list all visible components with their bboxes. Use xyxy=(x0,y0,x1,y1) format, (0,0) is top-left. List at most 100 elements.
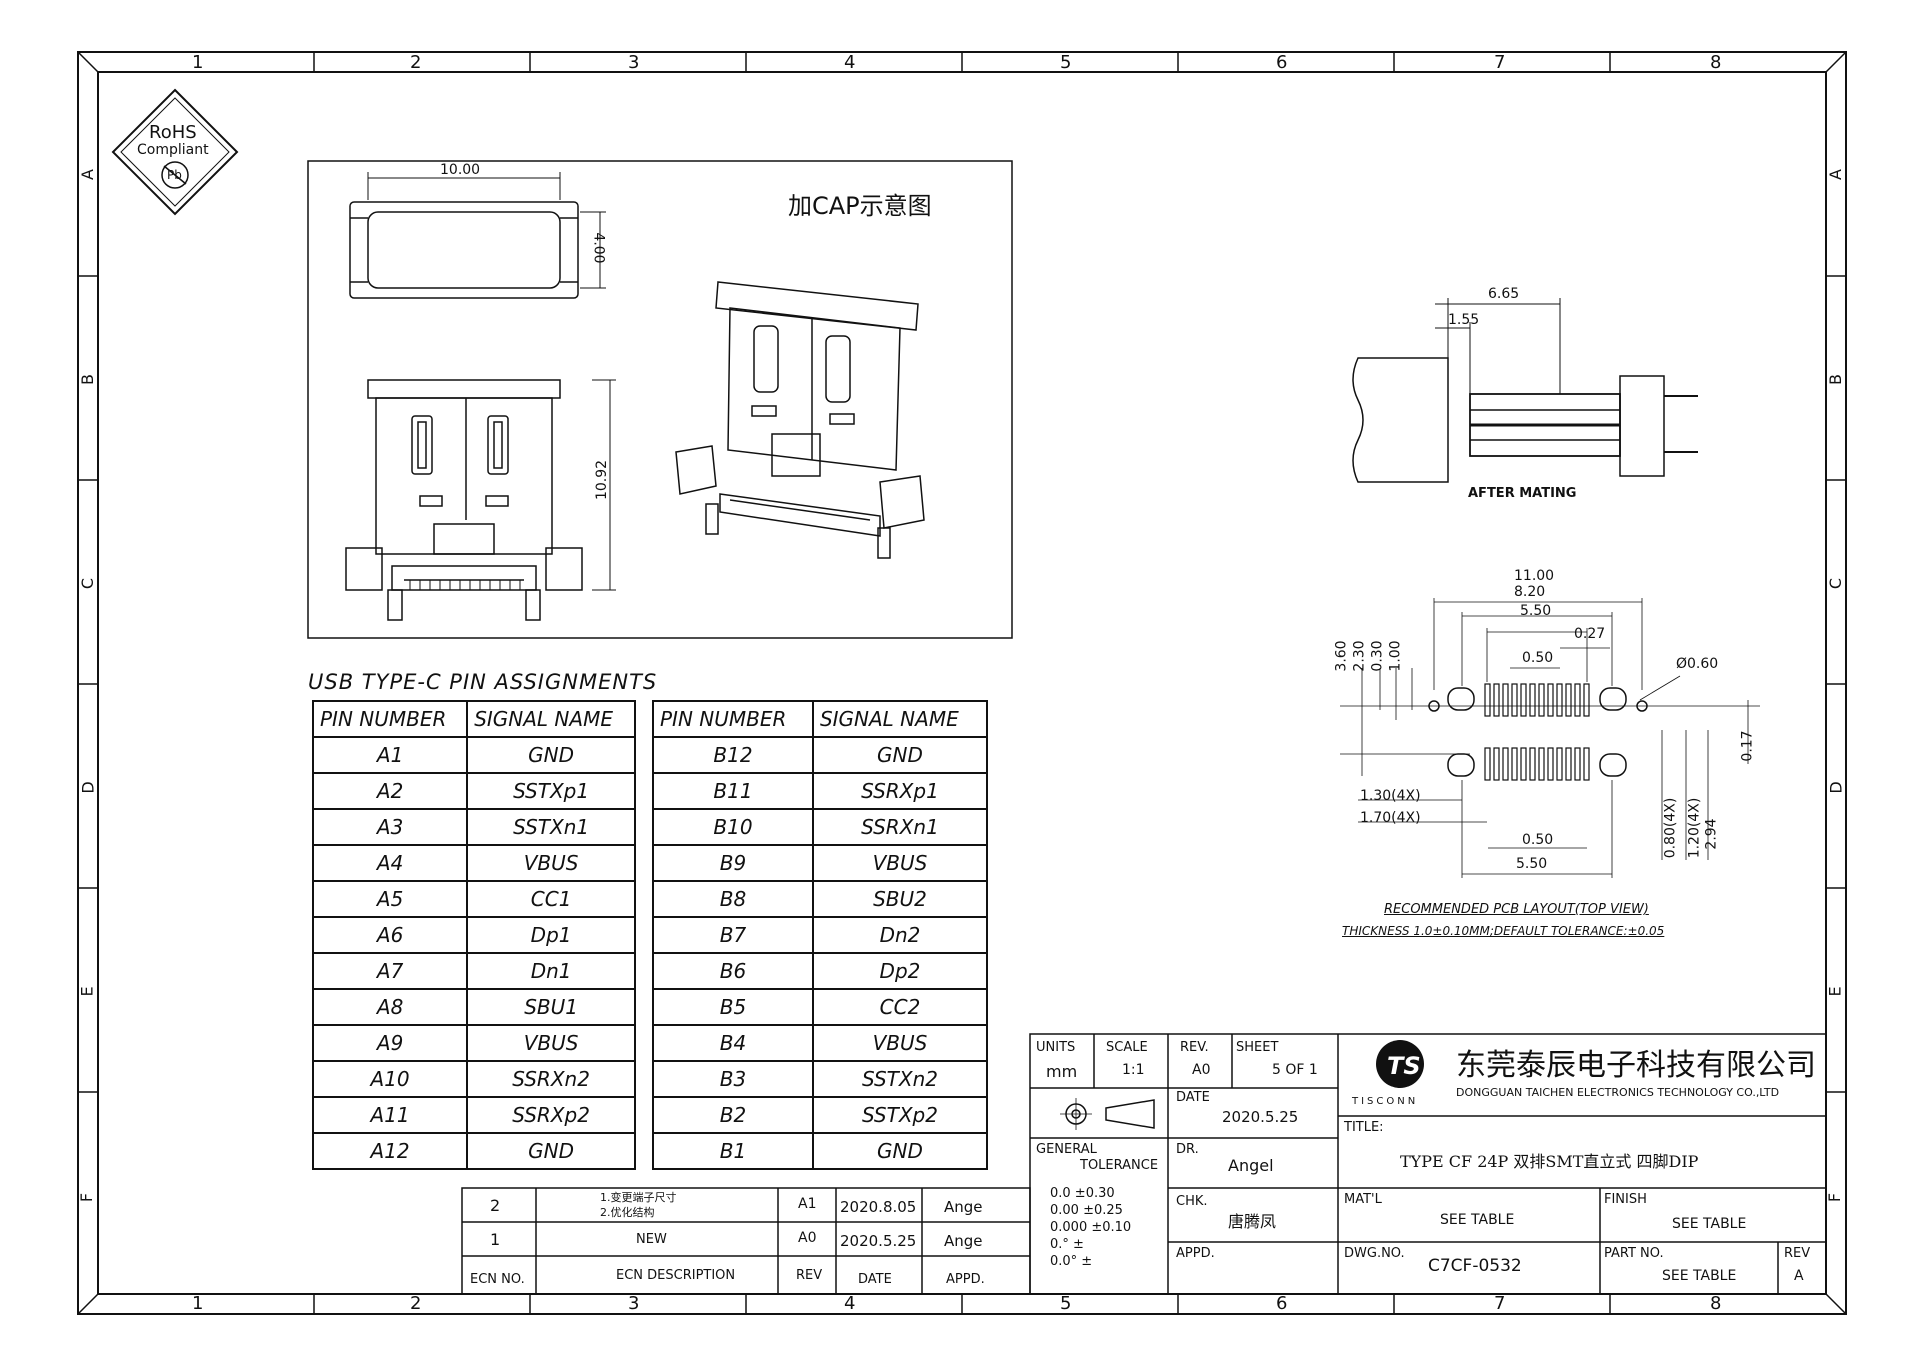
signal-name-header-b: SIGNAL NAME xyxy=(811,700,989,738)
pcb-dim-080: 0.80(4X) xyxy=(1662,797,1679,859)
signal-name-cell: VBUS xyxy=(811,844,989,882)
mating-dim-b: 1.55 xyxy=(1448,312,1480,328)
signal-name-cell: SSRXp1 xyxy=(811,772,989,810)
mating-label: AFTER MATING xyxy=(1468,486,1577,501)
pcb-caption-2: THICKNESS 1.0±0.10MM;DEFAULT TOLERANCE:±… xyxy=(1342,924,1665,938)
zone-row-e: E xyxy=(77,986,97,997)
pin-number-cell: A2 xyxy=(311,772,469,810)
sheet-value: 5 OF 1 xyxy=(1272,1062,1318,1078)
tolerance-2: 0.00 ±0.25 xyxy=(1050,1203,1123,1218)
svg-text:TS: TS xyxy=(1387,1052,1421,1080)
partno-value: SEE TABLE xyxy=(1662,1268,1737,1284)
zone-row-b-right: B xyxy=(1825,374,1845,385)
pcb-dim-360: 3.60 xyxy=(1333,640,1350,672)
after-mating-view xyxy=(1352,298,1698,483)
cap-top-view xyxy=(349,172,606,299)
pin-number-cell: A3 xyxy=(311,808,469,846)
pcb-dim-11: 11.00 xyxy=(1514,568,1555,584)
zone-row-c-right: C xyxy=(1826,577,1846,590)
pin-table-b-header: PIN NUMBER SIGNAL NAME xyxy=(652,700,989,738)
cap-view-box xyxy=(307,160,1013,639)
rev-value: A0 xyxy=(1192,1062,1211,1078)
zone-col-7-bottom: 7 xyxy=(1494,1293,1506,1314)
pcb-caption-1: RECOMMENDED PCB LAYOUT(TOP VIEW) xyxy=(1384,902,1649,917)
rev-header-appd: APPD. xyxy=(946,1272,985,1287)
pcb-dim-130: 1.30(4X) xyxy=(1360,788,1421,804)
pin-number-cell: B4 xyxy=(652,1024,814,1062)
rev-label: REV. xyxy=(1180,1040,1209,1055)
signal-name-cell: SSTXp2 xyxy=(811,1096,989,1134)
zone-col-5-bottom: 5 xyxy=(1060,1293,1072,1314)
pcb-dim-230: 2.30 xyxy=(1351,640,1368,672)
pcb-layout-view xyxy=(1340,598,1760,878)
signal-name-cell: Dn1 xyxy=(466,952,636,990)
pin-number-cell: B10 xyxy=(652,808,814,846)
tolerance-1: 0.0 ±0.30 xyxy=(1050,1186,1115,1201)
zone-ticks xyxy=(78,52,1846,1314)
rev-row-2-appd: Ange xyxy=(944,1232,983,1250)
zone-row-f-right: F xyxy=(1825,1192,1845,1203)
zone-col-8-bottom: 8 xyxy=(1710,1293,1722,1314)
signal-name-cell: Dp1 xyxy=(466,916,636,954)
pcb-dim-100: 1.00 xyxy=(1387,640,1404,672)
tolerance-3: 0.000 ±0.10 xyxy=(1050,1220,1132,1235)
finish-label: FINISH xyxy=(1604,1192,1647,1207)
rev-row-2-ecn: 1 xyxy=(490,1230,501,1249)
scale-label: SCALE xyxy=(1106,1040,1148,1055)
chk-value: 唐腾凤 xyxy=(1228,1212,1277,1231)
zone-row-d-right: D xyxy=(1826,781,1846,794)
zone-row-a-right: A xyxy=(1825,169,1845,180)
rev-row-1-ecn: 2 xyxy=(490,1196,501,1215)
signal-name-cell: CC1 xyxy=(466,880,636,918)
pin-number-cell: A11 xyxy=(311,1096,469,1134)
pcb-dim-5: 5.50 xyxy=(1520,603,1552,619)
signal-name-cell: VBUS xyxy=(466,844,636,882)
rev-row-1-appd: Ange xyxy=(944,1198,983,1216)
rev-row-1-desc2: 2.优化结构 xyxy=(600,1206,655,1219)
zone-col-6-bottom: 6 xyxy=(1276,1293,1288,1314)
pin-table-a-header: PIN NUMBER SIGNAL NAME xyxy=(311,700,636,738)
signal-name-cell: GND xyxy=(811,1132,989,1170)
zone-col-2-bottom: 2 xyxy=(410,1293,422,1314)
zone-col-8: 8 xyxy=(1710,52,1722,73)
pin-number-cell: B12 xyxy=(652,736,814,774)
zone-col-2: 2 xyxy=(410,52,422,73)
tolerance-label-2: TOLERANCE xyxy=(1080,1158,1159,1173)
pin-number-cell: A7 xyxy=(311,952,469,990)
signal-name-cell: Dn2 xyxy=(811,916,989,954)
chk-label: CHK. xyxy=(1176,1194,1208,1209)
rev-row-2-desc: NEW xyxy=(636,1232,667,1247)
signal-name-cell: VBUS xyxy=(466,1024,636,1062)
rev-row-1-date: 2020.8.05 xyxy=(840,1198,917,1216)
signal-name-cell: SSTXn1 xyxy=(466,808,636,846)
cap-dim-height: 4.00 xyxy=(590,232,607,264)
dr-label: DR. xyxy=(1176,1142,1199,1157)
pin-table-title: USB TYPE-C PIN ASSIGNMENTS xyxy=(308,670,658,694)
signal-name-cell: SBU1 xyxy=(466,988,636,1026)
rohs-badge xyxy=(111,88,239,216)
rohs-title: RoHS xyxy=(149,122,197,143)
zone-row-b: B xyxy=(77,374,97,385)
cap-dim-width: 10.00 xyxy=(440,162,481,178)
pin-number-cell: A9 xyxy=(311,1024,469,1062)
matl-value: SEE TABLE xyxy=(1440,1212,1515,1228)
dr-value: Angel xyxy=(1228,1156,1274,1175)
company-name-cn: 东莞泰辰电子科技有限公司 xyxy=(1456,1048,1816,1083)
